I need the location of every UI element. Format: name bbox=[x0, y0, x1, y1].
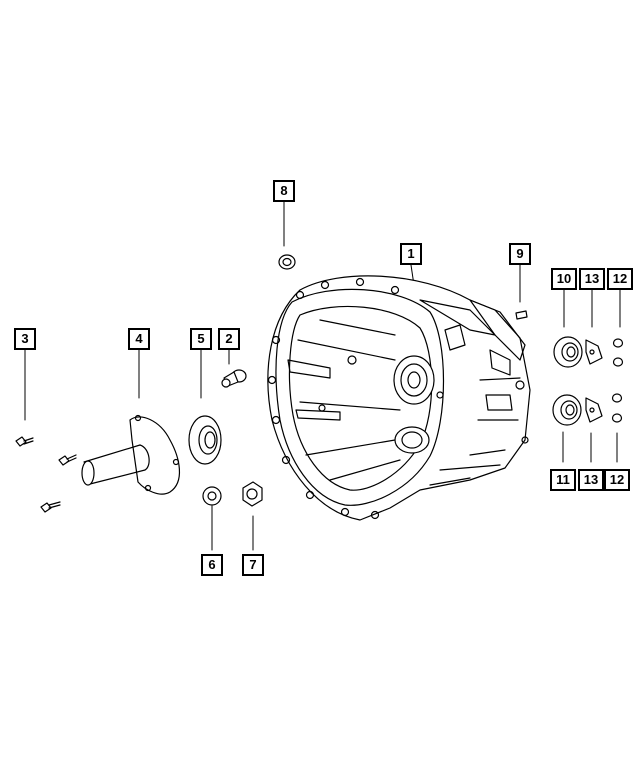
callout-13-bottom: 13 bbox=[578, 469, 604, 491]
callout-2: 2 bbox=[218, 328, 240, 350]
bearing-lower bbox=[552, 394, 582, 426]
cup-plug bbox=[278, 254, 296, 270]
vent bbox=[221, 369, 247, 388]
retainer-screws bbox=[611, 338, 624, 423]
callout-3: 3 bbox=[14, 328, 36, 350]
dowel bbox=[515, 310, 528, 320]
plug bbox=[202, 486, 222, 506]
drain-plug bbox=[242, 481, 263, 507]
callout-1: 1 bbox=[400, 243, 422, 265]
callout-11: 11 bbox=[550, 469, 576, 491]
bearing-upper bbox=[553, 336, 583, 368]
seal bbox=[188, 415, 222, 465]
leader-lines bbox=[24, 201, 621, 551]
transmission-case bbox=[267, 275, 531, 521]
callout-5: 5 bbox=[190, 328, 212, 350]
callout-7: 7 bbox=[242, 554, 264, 576]
callout-4: 4 bbox=[128, 328, 150, 350]
callout-6: 6 bbox=[201, 554, 223, 576]
bearing-retainer bbox=[81, 414, 180, 495]
bearing-retainers bbox=[585, 339, 603, 423]
callout-10: 10 bbox=[551, 268, 577, 290]
callout-13-top: 13 bbox=[579, 268, 605, 290]
callout-12-top: 12 bbox=[607, 268, 633, 290]
bolts bbox=[15, 436, 77, 513]
callout-9: 9 bbox=[509, 243, 531, 265]
callout-12-bottom: 12 bbox=[604, 469, 630, 491]
callout-8: 8 bbox=[273, 180, 295, 202]
